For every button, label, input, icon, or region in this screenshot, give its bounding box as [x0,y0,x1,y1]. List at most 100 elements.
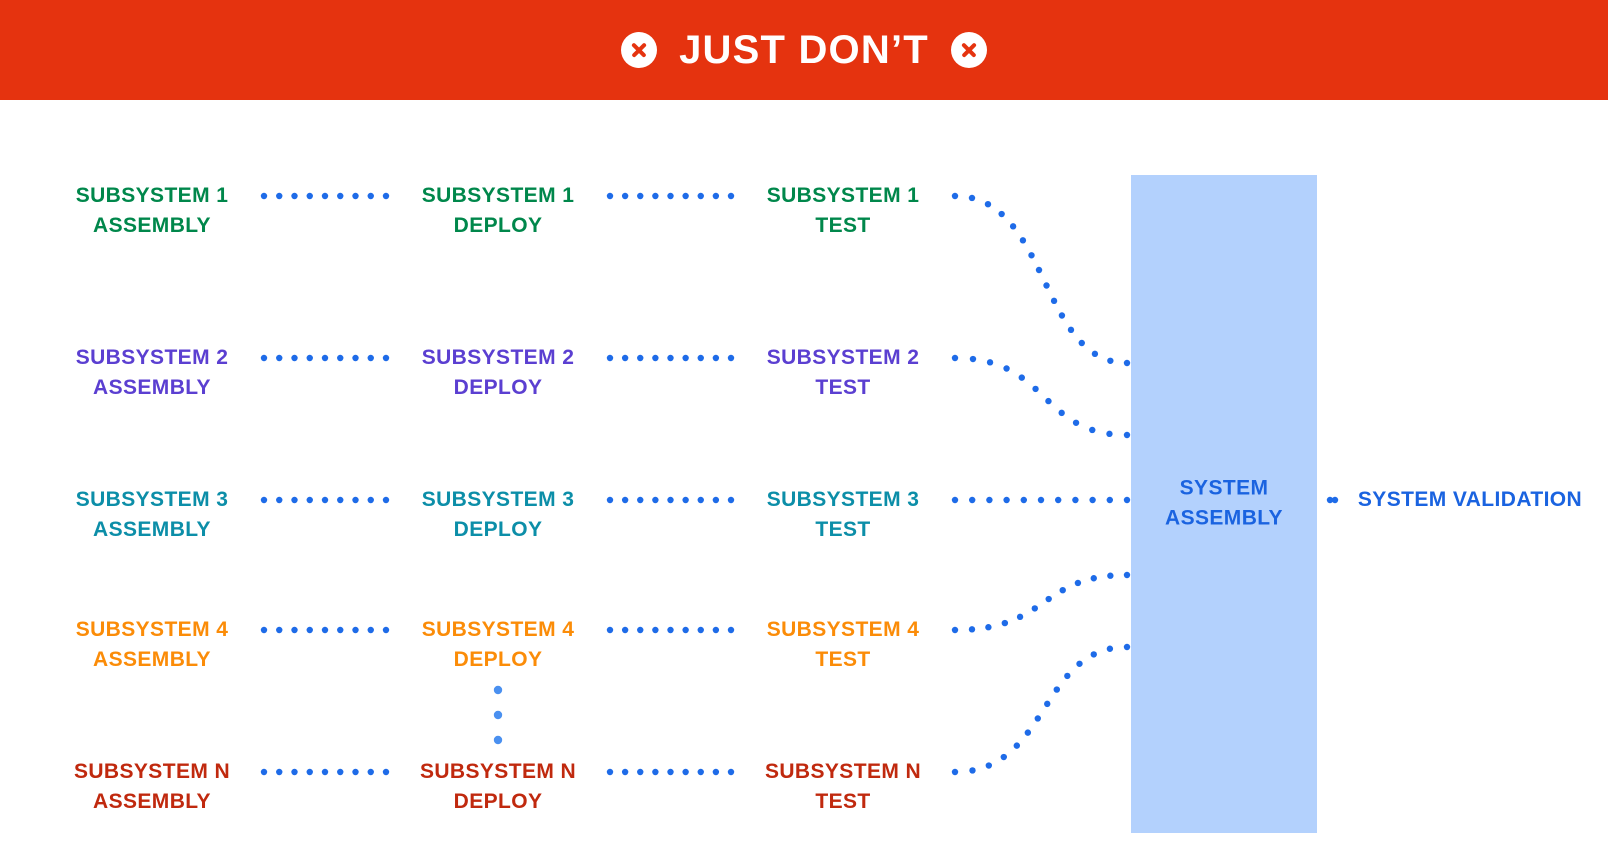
connector-dot-curve [1024,729,1032,736]
banner-title: JUST DON’T [679,28,929,72]
connector-dot-straight [1020,496,1027,504]
connector-dot-straight [306,192,313,200]
connector-dot-curve [1123,571,1131,579]
vertical-ellipsis-dot [493,685,503,695]
connector-dot-straight [637,768,644,776]
connector-dot-straight [667,626,674,634]
connector-dot-straight [1037,496,1045,504]
stage-line-1: SUBSYSTEM 3 [75,488,229,511]
connector-dot-straight [697,626,704,634]
stage-line-1: SUBSYSTEM N [73,760,231,783]
connector-dot-curve [1107,572,1114,579]
connector-dot-straight [986,496,993,504]
connector-dot-curve [1072,419,1080,426]
connector-dot-straight [1072,496,1079,504]
connector-dot-straight [712,354,720,362]
system-assembly-label: SYSTEM ASSEMBLY [1131,474,1317,535]
connector-dot-curve [985,624,992,631]
connector-dot-straight [712,192,720,200]
connector-dot-curve [1034,715,1041,722]
connector-dot-straight [321,192,329,200]
stage-line-2: DEPLOY [453,518,543,542]
connector-dot-curve [1064,672,1071,680]
connector-dot-straight [1123,496,1131,504]
connector-dot-straight [652,354,659,362]
stage-line-1: SUBSYSTEM 1 [766,184,920,207]
connector-dot-straight [621,354,629,362]
stage-line-1: SUBSYSTEM 4 [75,618,229,641]
connector-dot-straight [712,768,720,776]
connector-dot-straight [637,192,644,200]
stage-subsystem-1-test: SUBSYSTEM 1 TEST [728,181,958,242]
stage-line-1: SUBSYSTEM 3 [766,488,920,511]
connector-dot-straight [1326,496,1334,504]
connector-dot-straight [306,626,313,634]
stage-line-2: DEPLOY [453,648,543,672]
connector-dot-straight [697,354,704,362]
connector-dot-straight [291,496,298,504]
stage-line-2: ASSEMBLY [93,648,211,672]
connector-dot-straight [276,192,283,200]
connector-dot-straight [337,496,344,504]
connector-dot-curve [1076,660,1083,667]
connector-dot-curve [1001,619,1009,627]
connector-dot-curve [1059,586,1066,594]
connector-dot-curve [969,355,977,363]
connector-dot-straight [712,626,720,634]
connector-dot-curve [1032,385,1039,393]
connector-dot-curve [1016,613,1024,621]
connector-dot-straight [621,768,629,776]
connector-dot-straight [352,192,359,200]
connector-dot-straight [621,626,629,634]
stage-line-1: SUBSYSTEM 2 [766,346,920,369]
connector-dot-curve [1058,409,1065,417]
connector-dot-curve [1106,645,1114,652]
stage-line-1: SUBSYSTEM 1 [421,184,575,207]
connector-dot-curve [998,210,1005,218]
stage-subsystem-3-test: SUBSYSTEM 3 TEST [728,485,958,546]
stage-line-1: SUBSYSTEM 3 [421,488,575,511]
connector-dot-curve [1089,426,1096,434]
connector-dot-straight [637,354,644,362]
stage-line-2: TEST [815,790,871,814]
connector-dot-straight [321,496,329,504]
stage-line-2: TEST [815,214,871,238]
stage-line-1: SUBSYSTEM 4 [766,618,920,641]
connector-dot-curve [1031,605,1039,612]
connector-dot-straight [1089,496,1096,504]
connector-dot-curve [1045,595,1052,603]
connector-dot-curve [1019,237,1027,244]
connector-dot-straight [367,626,374,634]
stage-line-2: TEST [815,518,871,542]
connector-dot-straight [652,768,659,776]
connector-dot-straight [367,768,374,776]
connector-dot-straight [367,192,374,200]
vertical-ellipsis-dot [493,735,503,745]
connector-dot-straight [276,626,283,634]
system-assembly-line-2: ASSEMBLY [1165,507,1283,530]
connector-dot-straight [276,768,283,776]
connector-dot-curve [1053,686,1061,693]
connector-dot-straight [337,626,344,634]
connector-dot-straight [352,626,359,634]
connector-dot-straight [652,626,659,634]
system-validation-line-1: SYSTEM [1357,488,1447,511]
stage-line-2: DEPLOY [453,790,543,814]
connector-dot-curve [1106,430,1113,438]
connector-dot-straight [367,354,374,362]
connector-dot-straight [291,354,298,362]
connector-dot-curve [1044,700,1051,708]
connector-dot-straight [337,192,344,200]
connector-dot-straight [291,192,298,200]
connector-dot-curve [985,762,993,769]
stage-line-1: SUBSYSTEM 2 [75,346,229,369]
connector-dot-curve [968,626,976,633]
connector-dot-straight [969,496,976,504]
